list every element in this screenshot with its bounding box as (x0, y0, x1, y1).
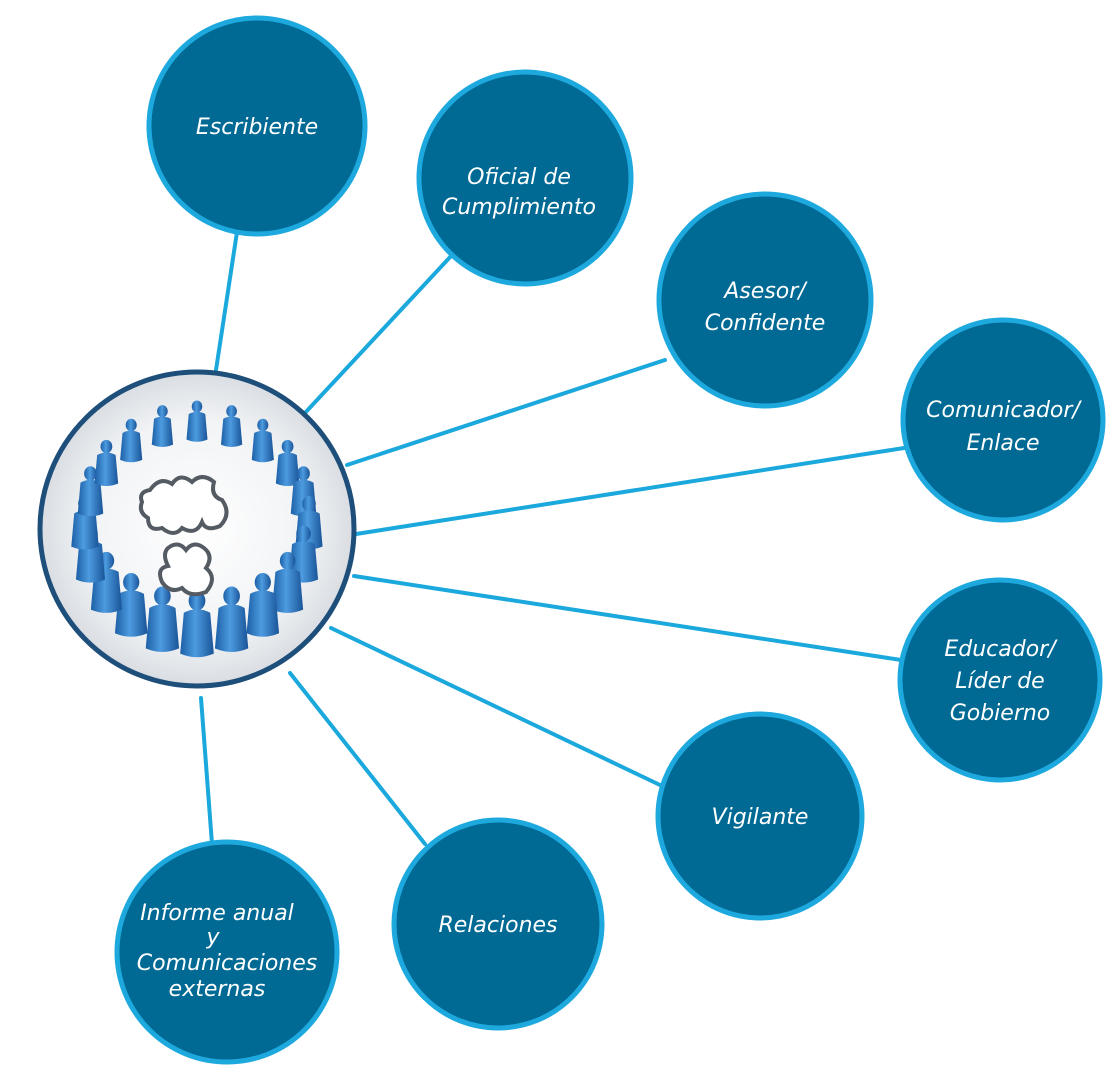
connector-escribiente (214, 230, 239, 372)
connector-vigilante (329, 626, 662, 787)
person-figure-icon (94, 439, 119, 487)
role-node-comunicador-enlace: Comunicador/Enlace (900, 317, 1106, 523)
role-label-oficial-de-cumplimiento-line-2: Cumplimiento (442, 195, 596, 220)
role-label-relaciones-line-1: Relaciones (438, 913, 557, 938)
role-node-relaciones: Relaciones (391, 817, 605, 1031)
person-figure-icon (272, 551, 304, 613)
role-label-educador-lider-de-gobierno-line-1: Educador/ (944, 637, 1058, 662)
role-label-informe-anual-line-2: y (205, 925, 220, 950)
hub-image (37, 369, 357, 689)
role-label-informe-anual-line-3: Comunicaciones (137, 951, 317, 976)
role-circle-informe-anual (114, 839, 340, 1065)
person-figure-icon (77, 466, 104, 517)
person-figure-icon (114, 572, 148, 637)
person-figure-icon (120, 418, 143, 463)
role-node-educador-lider-de-gobierno: Educador/Líder de Gobierno (897, 577, 1103, 783)
role-node-vigilante: Vigilante (655, 711, 865, 921)
role-label-educador-lider-de-gobierno-line-2: Líder de (955, 669, 1044, 694)
role-circle-relaciones (391, 817, 605, 1031)
role-node-asesor-confidente: Asesor/Confidente (656, 191, 874, 409)
person-figure-icon (151, 405, 174, 447)
connector-comunicador-enlace (354, 446, 906, 536)
connector-educador-lider-de-gobierno (352, 574, 903, 662)
role-label-oficial-de-cumplimiento-line-1: Oficial de (467, 165, 571, 190)
role-circle-educador-lider-de-gobierno (897, 577, 1103, 783)
person-figure-icon (214, 586, 249, 652)
person-figure-icon (275, 439, 300, 487)
role-circle-vigilante (655, 711, 865, 921)
role-label-escribiente-line-1: Escribiente (196, 115, 318, 140)
connector-informe-anual (199, 696, 214, 846)
connector-relaciones (288, 671, 427, 846)
role-circle-escribiente (146, 15, 368, 237)
role-label-vigilante-line-1: Vigilante (712, 805, 809, 830)
role-node-escribiente: Escribiente (146, 15, 368, 237)
role-node-oficial-de-cumplimiento: Oficial de Cumplimiento (416, 69, 634, 287)
role-label-informe-anual-line-1: Informe anual (140, 901, 294, 926)
role-label-educador-lider-de-gobierno-line-3: Gobierno (950, 701, 1051, 726)
role-label-informe-anual-line-4: externas (169, 977, 266, 1002)
person-figure-icon (186, 400, 208, 442)
connector-oficial-de-cumplimiento (302, 253, 454, 416)
people-figures (71, 400, 323, 658)
person-figure-icon (145, 586, 180, 652)
connector-lines (199, 230, 906, 846)
role-label-asesor-confidente-line-1: Asesor/ (722, 279, 808, 304)
person-figure-icon (246, 572, 280, 637)
person-figure-icon (220, 405, 243, 447)
role-circle-oficial-de-cumplimiento (416, 69, 634, 287)
person-figure-icon (251, 418, 274, 463)
role-circle-comunicador-enlace (900, 317, 1106, 523)
role-label-comunicador-enlace-line-2: Enlace (966, 431, 1039, 456)
role-label-comunicador-enlace-line-1: Comunicador/ (926, 398, 1082, 423)
connector-asesor-confidente (345, 358, 667, 467)
role-circle-asesor-confidente (656, 191, 874, 409)
puzzle-pieces-icon (138, 475, 229, 597)
role-label-asesor-confidente-line-2: Confidente (705, 311, 826, 336)
